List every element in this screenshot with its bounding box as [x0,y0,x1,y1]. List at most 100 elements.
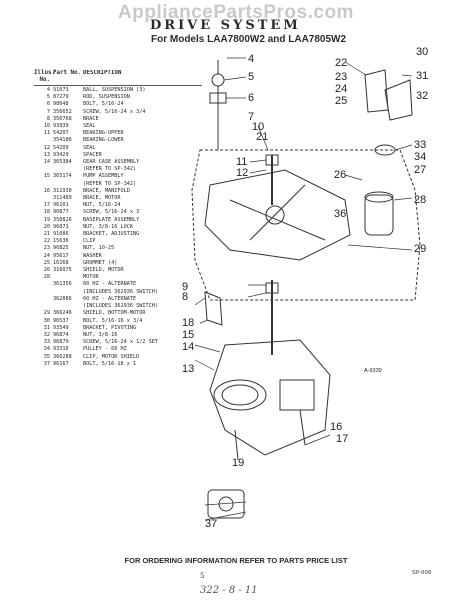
ordering-note: FOR ORDERING INFORMATION REFER TO PARTS … [124,556,348,565]
leader-12 [249,169,267,174]
part-no: 366288 [53,353,72,360]
handwritten-note: 322 - 8 - 11 [200,585,258,596]
illus-no: 19 [43,216,50,223]
parts-row: (INCLUDES 362936 SWITCH) [34,303,204,310]
illus-no: 35 [43,353,50,360]
pump-assembly [207,489,245,519]
description: SHIELD, BOTTOM-MOTOR [83,310,146,317]
pivoting-bracket [384,79,413,121]
suspension-ball [211,73,225,87]
callout-9: 9 [182,281,188,293]
part-no: 93939 [53,123,69,130]
description: NUT, 3/8-16 LOCK [83,223,133,230]
part-no: 91086 [53,231,69,238]
baseplate [204,169,351,261]
parts-row: (REFER TO SP-342) [34,166,204,173]
illus-no: 8 [46,115,50,122]
part-no: 350826 [53,216,72,223]
illus-no: 10 [43,123,50,130]
illus-no: 28 [43,274,50,281]
description: NUT, 3/8-16 [83,331,118,338]
illus-no: 13 [43,151,50,158]
illus-no: 21 [43,231,50,238]
illus-no: 12 [43,144,50,151]
callout-21: 21 [256,131,268,143]
callout-5: 5 [248,71,254,83]
illus-no: 17 [43,202,50,209]
description: BRACE [83,115,99,122]
leader-13 [194,359,215,371]
brace [204,291,223,326]
part-no: 96101 [53,202,69,209]
part-no: 54207 [53,130,69,137]
callout-6: 6 [248,92,254,104]
leader-5 [223,76,247,81]
diagram-title: DRIVE SYSTEM [150,18,301,33]
description: NUT, 10-25 [83,245,115,252]
callout-15: 15 [182,329,194,341]
part-no: 15636 [53,238,69,245]
table-header-rule [34,85,202,86]
part-no: 98048 [53,101,69,108]
illus-no: 4 [46,87,50,93]
leader-17 [199,319,209,324]
illus-no: 24 [43,252,50,259]
callout-18: 18 [182,317,194,329]
callout-37: 37 [205,518,217,530]
lower-bearing [265,282,279,294]
callout-33: 33 [414,139,426,151]
callout-24: 24 [335,83,347,95]
callout-22: 22 [335,57,347,69]
illus-no: 32 [43,331,50,338]
description: SEAL [83,144,96,151]
description: BASEPLATE ASSEMBLY [83,216,140,223]
description: BALL, SUSPENSION (3) [83,87,146,93]
part-no: 354186 [53,137,72,144]
part-no: 311489 [53,195,72,202]
part-no: 96167 [53,360,69,367]
description: SCREW, 5/16-24 x 3/4 [83,108,146,115]
description: BOLT, 5/16-24 [83,101,124,108]
description: BRACKET, ADJUSTING [83,231,140,238]
part-no: 96879 [53,339,69,346]
callout-31: 31 [416,70,428,82]
part-no: 96871 [53,223,69,230]
illus-no: 11 [43,130,50,137]
part-no: 16168 [53,259,69,266]
leader-29 [347,244,413,251]
parts-row: 28 MOTOR [34,274,204,281]
description: MOTOR [83,274,99,281]
illus-no: 30 [43,317,50,324]
diagram-subtitle: For Models LAA7800W2 and LAA7805W2 [151,34,347,45]
leader-25 [344,174,363,181]
part-no: 365384 [53,159,72,166]
callout-13: 13 [182,363,194,375]
illus-no: 5 [46,94,50,101]
callout-26: 26 [334,169,346,181]
gear-case [209,339,331,456]
illus-no: 22 [43,238,50,245]
motor [364,194,394,236]
part-no: 366246 [53,310,72,317]
callout-29: 29 [414,243,426,255]
description: GEAR CASE ASSEMBLY [83,159,140,166]
callout-10: 10 [252,121,264,133]
callout-7: 7 [248,111,254,123]
leader-15 [204,501,247,506]
